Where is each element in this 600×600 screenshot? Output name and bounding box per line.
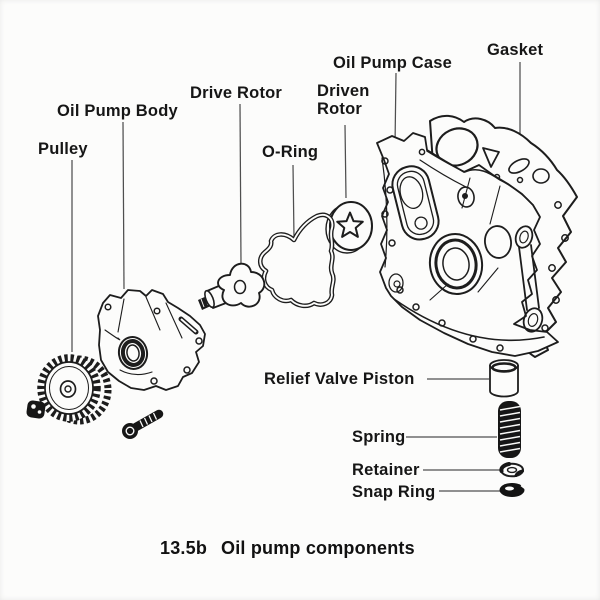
gasket-label: Gasket [487, 41, 544, 59]
snap-ring-label: Snap Ring [352, 483, 436, 501]
oil-pump-body-leader-line [122, 121, 125, 290]
body-seal-boss [117, 336, 149, 370]
spring-part [498, 401, 521, 458]
pulley-label: Pulley [38, 140, 88, 158]
oil-pump-case-leader-line [394, 72, 397, 147]
gasket-bolt-holes [493, 173, 569, 332]
drive-rotor-label: Drive Rotor [190, 84, 283, 102]
relief-valve-piston-label: Relief Valve Piston [264, 370, 415, 388]
pulley-hub [59, 380, 77, 398]
driven-rotor-leader-line [344, 124, 347, 199]
body-ribs [104, 296, 183, 376]
pulley-part [37, 354, 112, 425]
o-ring-part [257, 212, 336, 309]
spring-label: Spring [352, 428, 406, 446]
figure-caption-text: Oil pump components [221, 538, 415, 558]
driven-rotor-label: Driven Rotor [317, 82, 370, 119]
driven-rotor-part [325, 201, 373, 254]
figure-number: 13.5b [160, 538, 208, 558]
retainer-part [499, 462, 524, 478]
o-ring-label: O-Ring [262, 143, 319, 161]
leader-lines [71, 62, 521, 492]
case-rotor-chamber [391, 165, 440, 241]
oil-pump-case-label: Oil Pump Case [333, 54, 453, 72]
snap-ring-part [499, 483, 526, 497]
case-ribs [429, 177, 501, 301]
pulley-bolt-part [122, 409, 164, 439]
o-ring-leader-line [292, 164, 295, 239]
pulley-nut-part [26, 400, 46, 419]
body-bolt-holes [104, 303, 203, 385]
oil-pump-body-part [97, 289, 206, 391]
case-arm [514, 225, 544, 333]
oil-pump-body-label: Oil Pump Body [57, 102, 178, 120]
figure-caption: 13.5b Oil pump components [160, 538, 415, 559]
bolt-head [122, 423, 138, 439]
drive-rotor-knob [217, 262, 266, 308]
drive-rotor-leader-line [239, 103, 242, 265]
relief-valve-piston-part [489, 359, 519, 398]
gasket-triangle-hole [482, 147, 500, 168]
drive-rotor-part [198, 262, 266, 310]
pulley-teeth [37, 354, 101, 422]
retainer-label: Retainer [352, 461, 420, 479]
oil-pump-case-part [376, 132, 559, 357]
case-bolt-holes [381, 148, 504, 352]
case-seal-bore [428, 233, 484, 295]
driven-rotor-star-hole [336, 211, 364, 238]
